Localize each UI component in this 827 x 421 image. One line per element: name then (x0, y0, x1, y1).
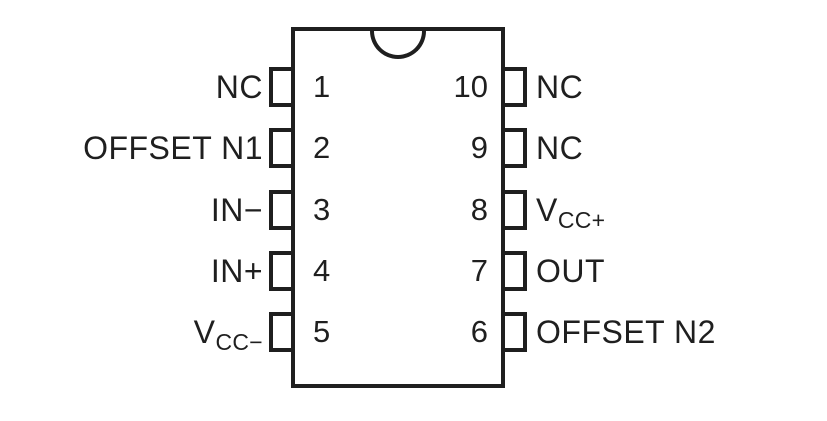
pin-label-right: NC (536, 67, 583, 107)
pin-label-text: IN− (210, 192, 263, 228)
pin-label-left: VCC− (193, 312, 263, 355)
pin-lead (501, 312, 527, 352)
pin-number: 3 (313, 192, 331, 227)
pin-row: IN− 3 8 VCC+ (0, 190, 827, 233)
pin-lead (501, 128, 527, 168)
pin-label-left: OFFSET N1 (83, 128, 263, 168)
pin-row: NC 1 10 NC (0, 67, 827, 107)
pin-label-subscript: CC+ (557, 207, 606, 233)
pin-lead (501, 251, 527, 291)
pin-number: 10 (453, 69, 488, 104)
pin-lead (269, 67, 295, 107)
pin-label-left: IN+ (211, 251, 263, 291)
pin-lead (501, 67, 527, 107)
pin-label-text: IN+ (210, 253, 263, 289)
pin-number: 7 (470, 253, 488, 288)
pin-label-text: NC (215, 69, 263, 105)
pin-label-text: NC (536, 130, 584, 166)
pin-label-left: IN− (211, 190, 263, 230)
pin-number: 1 (313, 69, 331, 104)
pin-number: 2 (313, 130, 331, 165)
pin-label-right: OFFSET N2 (536, 312, 716, 352)
pin-label-text: OFFSET N2 (536, 314, 716, 350)
pin-lead (269, 251, 295, 291)
pin-lead (269, 128, 295, 168)
pin-lead (269, 312, 295, 352)
pin-number: 5 (313, 314, 331, 349)
pin-number: 4 (313, 253, 331, 288)
pin-row: VCC− 5 6 OFFSET N2 (0, 312, 827, 355)
pin-label-right: NC (536, 128, 583, 168)
pin-number: 9 (470, 130, 488, 165)
pin-lead (501, 190, 527, 230)
pin-label-text: V (193, 314, 216, 350)
pin-label-text: V (536, 192, 558, 228)
pin-label-text: OFFSET N1 (83, 130, 263, 166)
pin-label-left: NC (216, 67, 263, 107)
pin-label-subscript: CC− (215, 329, 263, 355)
pin-label-right: OUT (536, 251, 605, 291)
pin-label-text: NC (536, 69, 584, 105)
pin-label-right: VCC+ (536, 190, 606, 233)
pin-number: 8 (470, 192, 488, 227)
pin-label-text: OUT (536, 253, 606, 289)
pin-row: IN+ 4 7 OUT (0, 251, 827, 291)
pin-number: 6 (470, 314, 488, 349)
pin-lead (269, 190, 295, 230)
pin-row: OFFSET N1 2 9 NC (0, 128, 827, 168)
